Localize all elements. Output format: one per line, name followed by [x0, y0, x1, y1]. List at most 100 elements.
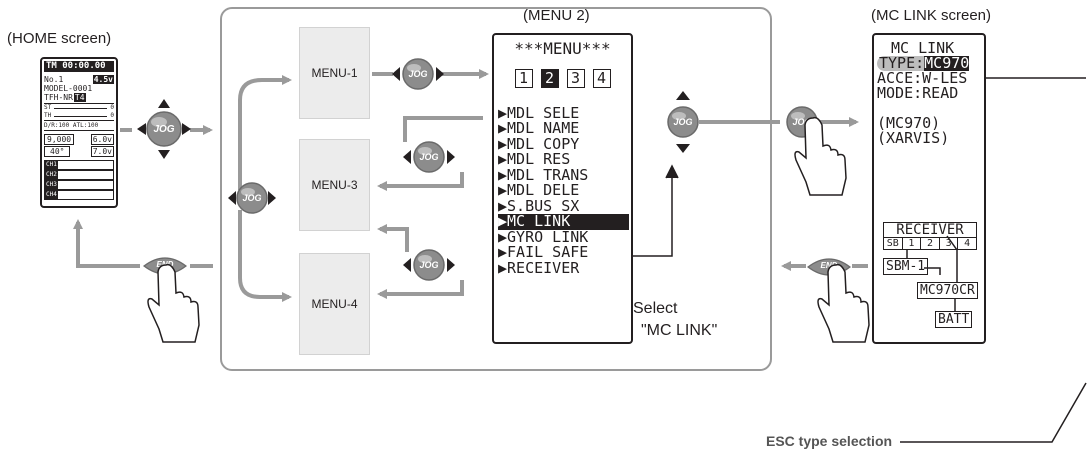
jog-up-down[interactable]: JOG: [665, 90, 701, 154]
home-type: TFH-NR: [44, 93, 73, 102]
jog-label: JOG: [673, 117, 693, 127]
home-dr-line: D/R:100 ATL:100: [44, 120, 114, 131]
home-row1-b: 6.0v: [90, 134, 114, 145]
receiver-port-2: 2: [921, 238, 940, 249]
menu2-screen: ***MENU*** 1 2 3 4 ▶MDL SELE ▶MDL NAME ▶…: [492, 33, 633, 344]
home-row1-a: 9,000: [44, 134, 75, 145]
home-ch4: CH4: [45, 191, 58, 199]
home-st-label: ST: [44, 104, 52, 111]
menu-3-box[interactable]: MENU-3: [299, 139, 370, 231]
select-caption-2: "MC LINK": [641, 322, 718, 339]
esc-type-caption: ESC type selection: [766, 433, 893, 449]
menu-item-mdl-sele[interactable]: ▶MDL SELE: [498, 103, 580, 122]
mclink-model-1: (MC970): [877, 114, 941, 132]
mclink-mode[interactable]: MODE:READ: [877, 84, 959, 102]
mclink-type-value[interactable]: MC970: [924, 54, 970, 72]
jog-label: JOG: [153, 124, 175, 135]
receiver-port-sb: SB: [884, 238, 903, 249]
jog-label: JOG: [419, 260, 439, 270]
menu-1-box[interactable]: MENU-1: [299, 27, 370, 119]
jog-label: JOG: [408, 69, 428, 79]
jog-4way-home[interactable]: JOG: [135, 97, 193, 161]
home-row2-a: 40°: [44, 146, 71, 157]
menu-item-receiver[interactable]: ▶RECEIVER: [498, 258, 580, 277]
menu-panel-frame: [220, 7, 772, 371]
home-battery: 4.5v: [92, 75, 114, 84]
arrow-menu2-to-menu3: [403, 116, 483, 142]
home-screen-caption: (HOME screen): [7, 30, 112, 47]
mc970cr-box: MC970CR: [917, 282, 978, 299]
menu-item-mdl-copy[interactable]: ▶MDL COPY: [498, 134, 580, 153]
menu2-title: ***MENU***: [514, 39, 611, 58]
home-th-label: TH: [44, 112, 52, 119]
mclink-acce[interactable]: ACCE:W-LES: [877, 69, 968, 87]
menu-4-box[interactable]: MENU-4: [299, 253, 370, 355]
home-st-trim: 0: [110, 104, 114, 111]
mclink-type-label: TYPE:: [877, 54, 925, 72]
arrow-menu3-return: [377, 172, 464, 191]
jog-menu1-menu2[interactable]: JOG: [391, 55, 445, 93]
menu2-page-3[interactable]: 3: [566, 68, 585, 88]
menu-item-mc-link[interactable]: ▶MC LINK: [498, 213, 629, 230]
menu-item-sbus-sx[interactable]: ▶S.BUS SX: [498, 196, 580, 215]
direction-arrows-icon: [137, 99, 191, 159]
end-label: END: [820, 261, 838, 270]
menu2-caption: (MENU 2): [523, 7, 590, 24]
receiver-port-4: 4: [964, 238, 971, 249]
menu-item-fail-safe[interactable]: ▶FAIL SAFE: [498, 243, 589, 261]
jog-label: JOG: [419, 152, 439, 162]
arrow-menu4-return: [377, 280, 464, 299]
home-row2-b: 7.0v: [90, 146, 114, 157]
left-right-arrows-icon: [392, 58, 444, 90]
home-model-name: MODEL-0001: [44, 84, 93, 93]
menu-item-mdl-res[interactable]: ▶MDL RES: [498, 150, 571, 168]
left-right-arrows-icon: [403, 141, 455, 173]
menu2-page-4[interactable]: 4: [592, 68, 611, 88]
mclink-model-2: (XARVIS): [877, 129, 950, 147]
home-ch3: CH3: [45, 181, 58, 189]
left-right-arrows-icon: [228, 182, 276, 214]
jog-label: JOG: [792, 117, 812, 127]
mclink-screen: MC LINK TYPE: MC970 ACCE:W-LES MODE:READ…: [872, 33, 986, 344]
menu2-item-list: ▶MDL SELE ▶MDL NAME ▶MDL COPY ▶MDL RES ▶…: [498, 103, 629, 277]
menu2-page-2[interactable]: 2: [540, 68, 559, 88]
jog-label: JOG: [242, 193, 262, 203]
menu-item-mdl-name[interactable]: ▶MDL NAME: [498, 119, 580, 137]
up-down-arrows-icon: [667, 91, 699, 153]
home-ch2: CH2: [45, 171, 58, 179]
home-timer: TM 00:00.00: [44, 61, 114, 72]
home-type-badge: T4: [73, 93, 86, 102]
jog-menu4[interactable]: JOG: [402, 246, 456, 284]
arrow-to-menu-1: [238, 75, 292, 190]
mclink-type-row[interactable]: TYPE: MC970: [877, 56, 981, 71]
menu2-page-1[interactable]: 1: [514, 68, 533, 88]
leader-mc-link: [620, 172, 673, 257]
arrow-to-menu-4: [238, 210, 292, 302]
menu-item-mdl-trans[interactable]: ▶MDL TRANS: [498, 165, 589, 184]
jog-menu-left[interactable]: JOG: [227, 178, 277, 218]
leader-esc-bottom: [900, 382, 1087, 443]
sbm-1-box: SBM-1: [883, 258, 929, 275]
menu-item-mdl-dele[interactable]: ▶MDL DELE: [498, 181, 580, 199]
mclink-caption: (MC LINK screen): [871, 7, 992, 24]
home-model-no: No.1: [44, 75, 64, 84]
jog-menu3[interactable]: JOG: [402, 138, 456, 176]
left-right-arrows-icon: [403, 249, 455, 281]
menu-item-gyro-link[interactable]: ▶GYRO LINK: [498, 227, 589, 246]
home-th-trim: 0: [110, 112, 114, 119]
select-caption-1: Select: [633, 300, 678, 317]
receiver-port-3: 3: [940, 238, 959, 249]
receiver-port-1: 1: [903, 238, 922, 249]
receiver-title: RECEIVER: [884, 223, 976, 238]
batt-box: BATT: [935, 311, 973, 328]
mclink-title: MC LINK: [891, 39, 955, 57]
arrow-menu2-to-menu4: [377, 224, 409, 252]
home-ch1: CH1: [45, 161, 58, 169]
receiver-box: RECEIVER SB 1 2 3 4: [883, 222, 977, 250]
